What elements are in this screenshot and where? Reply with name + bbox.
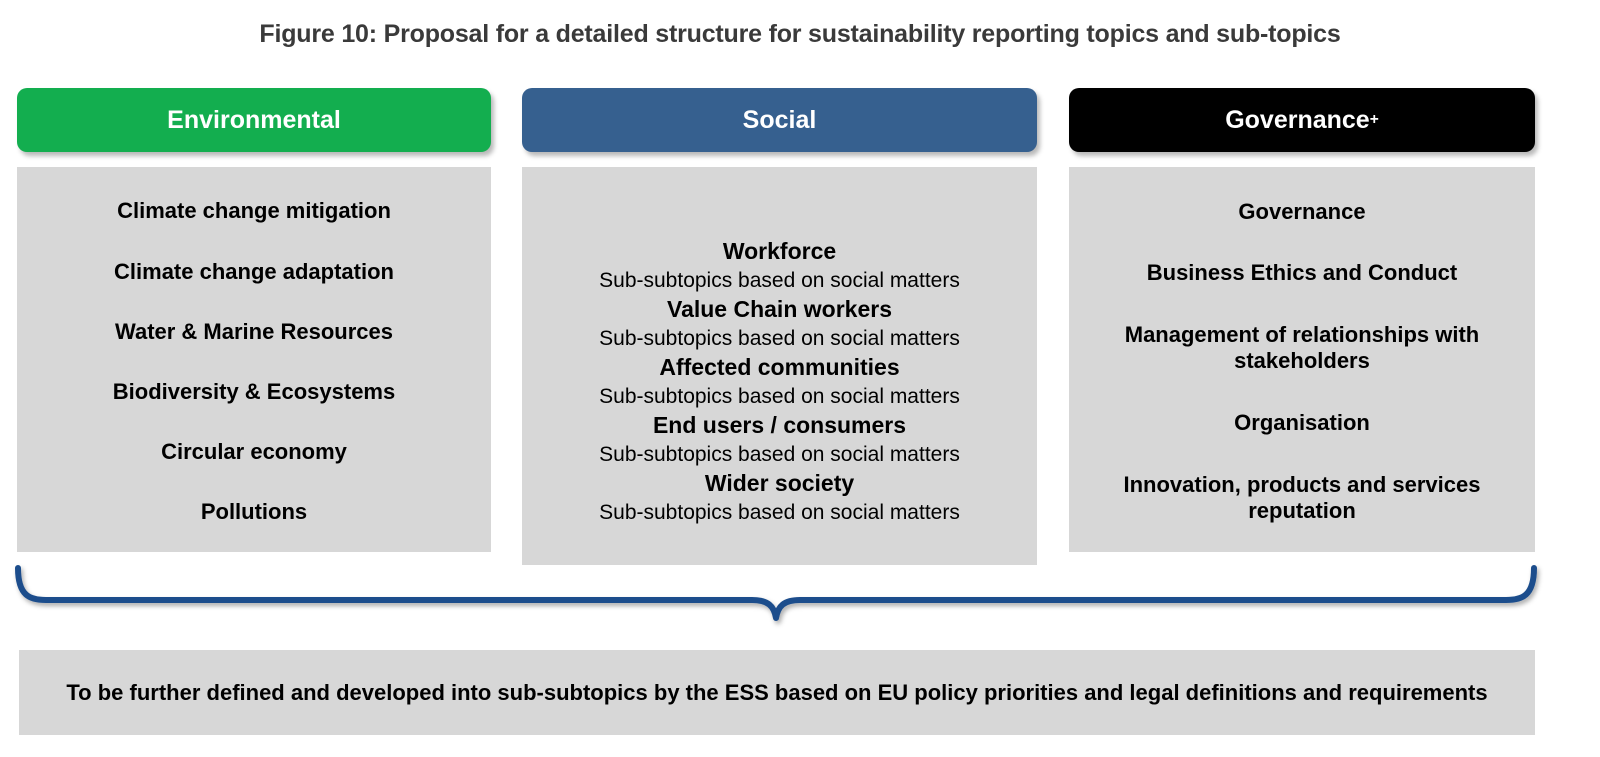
social-topic-label: Affected communities: [659, 354, 900, 381]
list-item: Organisation: [1234, 409, 1370, 435]
column-panel-environmental: Climate change mitigation Climate change…: [17, 167, 491, 552]
column-header-environmental-label: Environmental: [167, 105, 341, 134]
footer-note-box: To be further defined and developed into…: [19, 650, 1535, 735]
social-topic-label: Wider society: [704, 469, 855, 496]
figure-title: Figure 10: Proposal for a detailed struc…: [259, 20, 1341, 48]
list-item: Value Chain workers Sub-subtopics based …: [534, 295, 1025, 353]
list-item: Wider society Sub-subtopics based on soc…: [534, 469, 1025, 527]
column-header-governance-label: Governance: [1225, 105, 1370, 134]
social-subtopic-label: Sub-subtopics based on social matters: [599, 269, 960, 293]
environmental-topic-list: Climate change mitigation Climate change…: [29, 181, 479, 542]
list-item: Circular economy: [161, 439, 347, 465]
brace-path: [15, 565, 1537, 621]
governance-topic-list: Governance Business Ethics and Conduct M…: [1081, 181, 1523, 542]
column-header-governance[interactable]: Governance+: [1069, 88, 1535, 152]
column-header-social[interactable]: Social: [522, 88, 1037, 152]
social-subtopic-label: Sub-subtopics based on social matters: [599, 384, 960, 408]
curly-brace-connector: [15, 565, 1537, 621]
social-topic-list: Workforce Sub-subtopics based on social …: [534, 181, 1025, 569]
list-item: Climate change mitigation: [117, 198, 391, 224]
list-item: Pollutions: [200, 499, 308, 525]
list-item: Biodiversity & Ecosystems: [112, 378, 396, 404]
social-topic-label: Workforce: [722, 238, 837, 265]
list-item: Affected communities Sub-subtopics based…: [534, 353, 1025, 411]
social-topic-label: End users / consumers: [652, 411, 907, 438]
column-panel-governance: Governance Business Ethics and Conduct M…: [1069, 167, 1535, 552]
list-item: Governance: [1238, 198, 1366, 224]
list-item: Climate change adaptation: [114, 258, 394, 284]
column-panel-social: Workforce Sub-subtopics based on social …: [522, 167, 1037, 565]
list-item: Innovation, products and services reputa…: [1123, 471, 1481, 523]
social-subtopic-label: Sub-subtopics based on social matters: [599, 442, 960, 466]
column-header-social-label: Social: [742, 105, 817, 134]
list-item: Management of relationships with stakeho…: [1124, 321, 1480, 374]
list-item: End users / consumers Sub-subtopics base…: [534, 411, 1025, 469]
column-header-environmental[interactable]: Environmental: [17, 88, 491, 152]
social-subtopic-label: Sub-subtopics based on social matters: [599, 327, 960, 351]
social-subtopic-label: Sub-subtopics based on social matters: [599, 500, 960, 524]
list-item: Workforce Sub-subtopics based on social …: [534, 237, 1025, 295]
footer-note-text: To be further defined and developed into…: [66, 679, 1488, 705]
list-item: Business Ethics and Conduct: [1146, 260, 1458, 286]
social-topic-label: Value Chain workers: [667, 296, 892, 323]
list-item: Water & Marine Resources: [115, 318, 393, 344]
